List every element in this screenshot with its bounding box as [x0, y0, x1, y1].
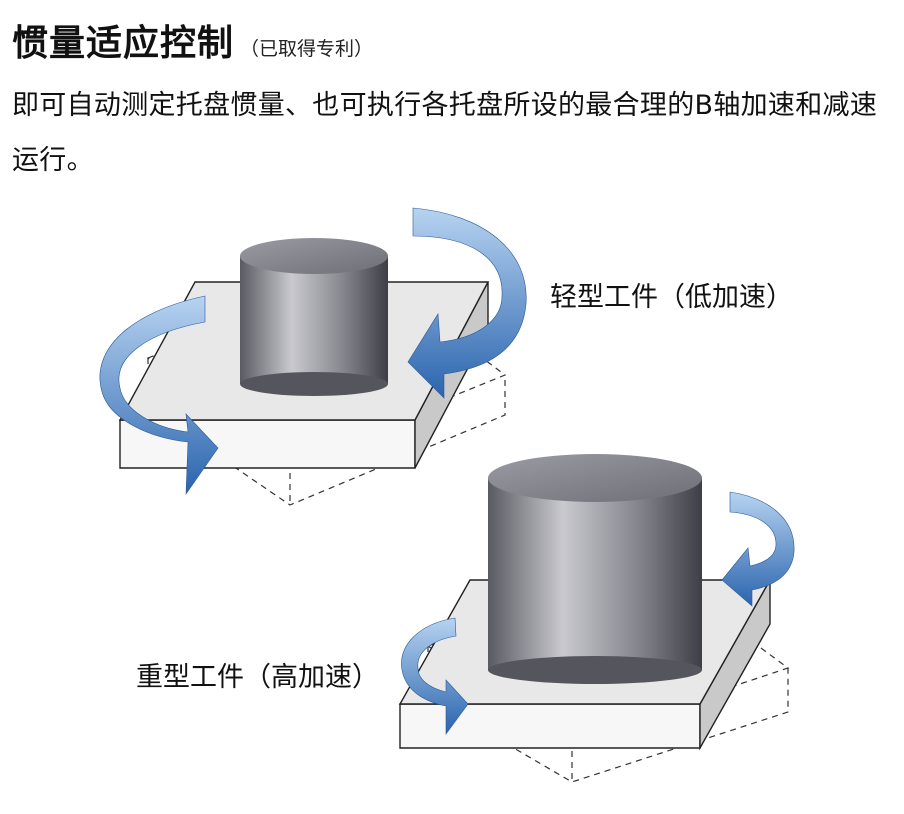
light-workpiece-group: 轻型工件（低加速）: [99, 207, 793, 506]
page-title: 惯量适应控制: [12, 23, 235, 64]
heavy-cylinder: [488, 454, 702, 684]
light-rotation-arrow-left: [99, 295, 219, 496]
description: 即可自动测定托盘惯量、也可执行各托盘所设的最合理的B轴加速和减速运行。: [12, 90, 878, 176]
heavy-workpiece-label: 重型工件（高加速）: [136, 662, 379, 693]
light-rotation-arrow-right: [407, 207, 527, 399]
light-workpiece-label: 轻型工件（低加速）: [550, 282, 793, 313]
heavy-rotation-arrow-right: [721, 491, 795, 607]
heavy-rotation-arrow-left: [401, 617, 469, 735]
title-row: 惯量适应控制（已取得专利）: [12, 14, 373, 66]
heavy-workpiece-group: 重型工件（高加速）: [136, 454, 795, 783]
patent-note: （已取得专利）: [240, 38, 374, 60]
light-cylinder: [240, 238, 388, 396]
